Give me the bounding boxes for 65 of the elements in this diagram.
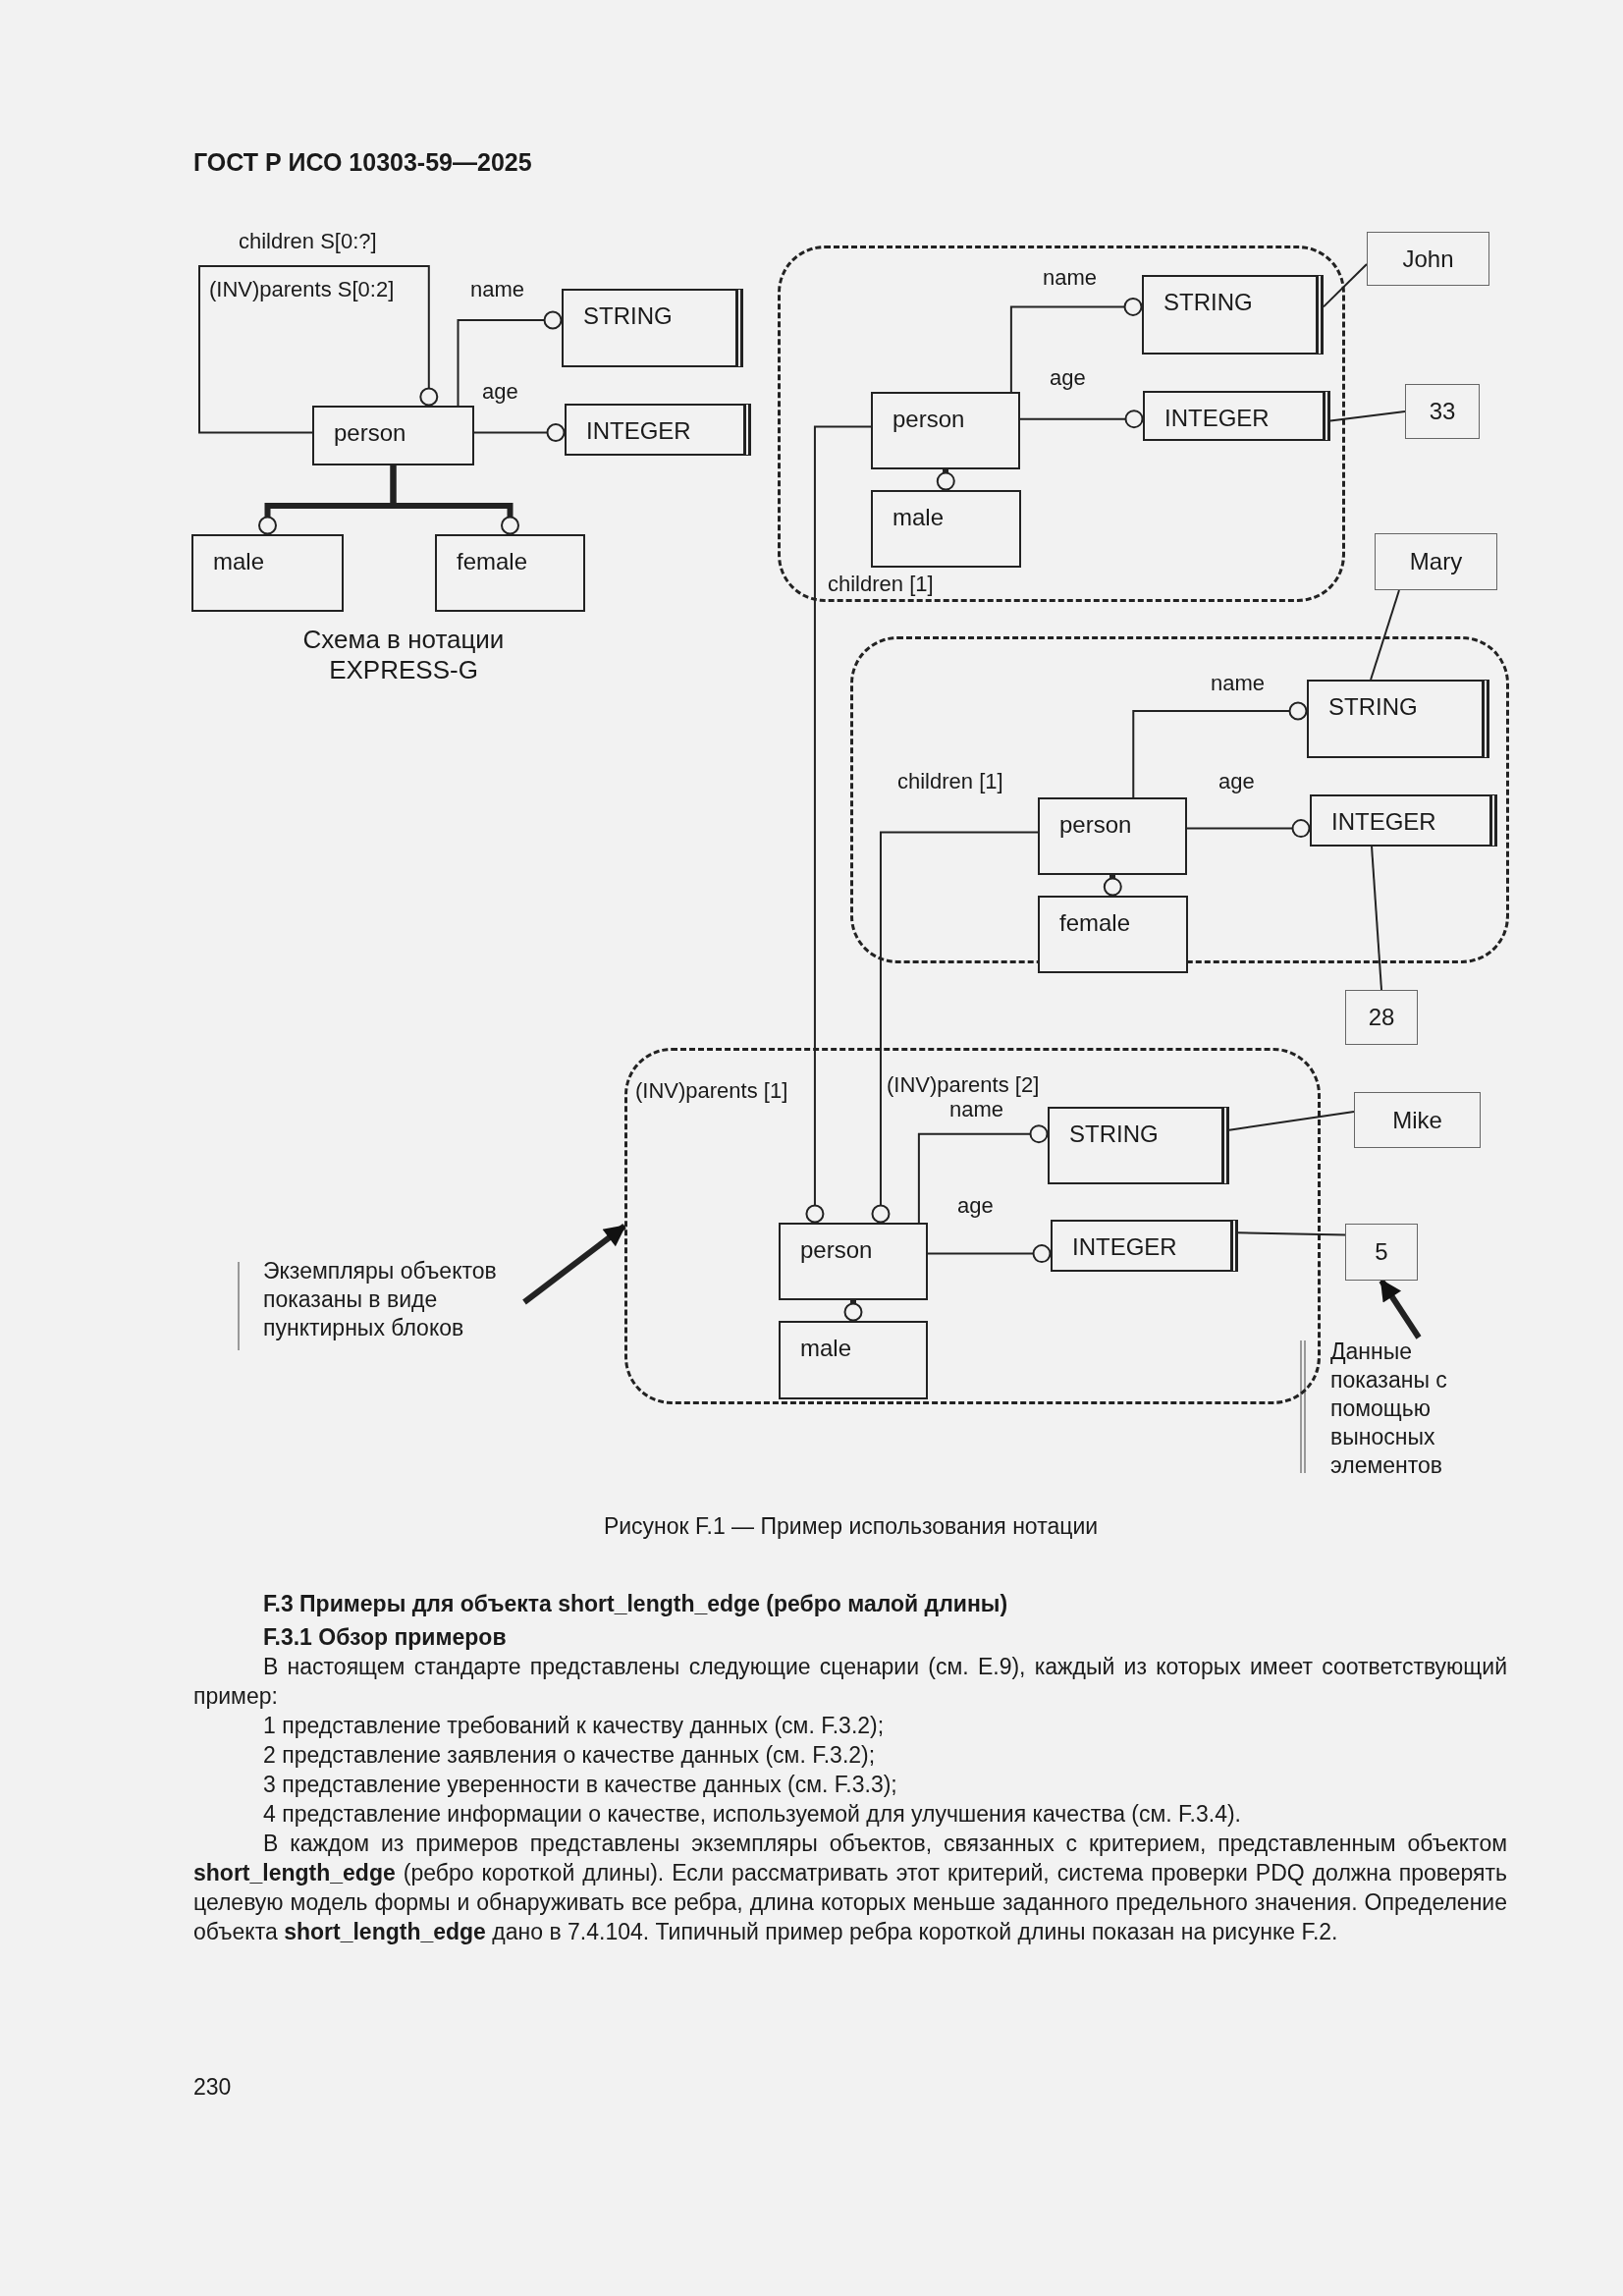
simple-type-box: INTEGER xyxy=(1051,1220,1238,1272)
list-item: 2 представление заявления о качестве данных (см. F.3.2); xyxy=(262,1741,877,1770)
simple-type-box: STRING xyxy=(1307,680,1489,758)
page-number: 230 xyxy=(193,2074,232,2100)
relationship-line xyxy=(1132,701,1308,798)
callout-box: 33 xyxy=(1405,384,1480,439)
callout-box: 5 xyxy=(1345,1224,1418,1281)
role-label: (INV)parents [2] xyxy=(887,1072,1040,1098)
entity-box: male xyxy=(871,490,1021,568)
leader-line xyxy=(1237,1231,1346,1236)
callout-box: Mike xyxy=(1354,1092,1481,1148)
annotation-text: Экземпляры объектов показаны в виде пунктирных блоков xyxy=(263,1257,524,1347)
simple-type-box: INTEGER xyxy=(1143,391,1330,441)
section-heading: F.3.1 Обзор примеров xyxy=(262,1623,508,1652)
figure-caption: Рисунок F.1 — Пример использования нотации xyxy=(602,1513,1100,1539)
instance-block xyxy=(778,246,1345,602)
list-item: 1 представление требований к качеству данных (см. F.3.2); xyxy=(262,1712,886,1740)
role-label: (INV)parents [1] xyxy=(635,1078,788,1104)
simple-type-box: INTEGER xyxy=(565,404,751,456)
leader-line xyxy=(1371,846,1382,991)
entity-box: female xyxy=(1038,896,1188,973)
relationship-line xyxy=(871,831,1039,1224)
arrow xyxy=(522,1224,626,1305)
list-item: 4 представление информации о качестве, используемой для улучшения качества (см. F.3.4). xyxy=(262,1800,1242,1829)
relationship-line xyxy=(457,310,563,407)
callout-box: 28 xyxy=(1345,990,1418,1045)
leader-line xyxy=(1323,263,1368,308)
leader-line xyxy=(1329,410,1406,422)
simple-type-box: STRING xyxy=(562,289,743,367)
leader-line xyxy=(1228,1110,1355,1131)
section-heading: F.3 Примеры для объекта short_length_edge (ребро малой длины) xyxy=(262,1590,1009,1618)
entity-box: male xyxy=(779,1321,928,1399)
paragraph: В каждом из примеров представлены экземпляры объектов, связанных с критерием, представленным объектом short_length_edge (ребро короткой длины). Если рассматривать этот критерий, система проверки PDQ должна проверять целевую модель формы и обнаруживать все ребра, длина которых меньше заданного предельного значения. Определение объекта short_length_edge дано в 7.4.104. Типичный пример ребра короткой длины показан на рисунке F.2. xyxy=(193,1830,1507,1946)
relationship-line xyxy=(1186,819,1311,839)
relationship-line xyxy=(805,425,872,1224)
callout-box: Mary xyxy=(1375,533,1497,590)
role-label: (INV)parents S[0:2] xyxy=(209,277,395,302)
page-header: ГОСТ Р ИСО 10303-59—2025 xyxy=(193,149,532,175)
leader-line xyxy=(1370,589,1400,681)
diagram-caption: Схема в нотации EXPRESS-G xyxy=(301,625,506,685)
entity-box: person xyxy=(871,392,1020,469)
subtype-line xyxy=(390,465,519,535)
list-item: 3 представление уверенности в качестве данных (см. F.3.3); xyxy=(262,1771,898,1799)
relationship-line xyxy=(1019,410,1144,429)
relationship-line xyxy=(198,265,439,434)
paragraph: В настоящем стандарте представлены следующие сценарии (см. E.9), каждый из которых имеет соответствующий пример: xyxy=(193,1653,1507,1711)
relationship-line xyxy=(917,1124,1049,1224)
entity-box: female xyxy=(435,534,585,612)
relationship-line xyxy=(1009,297,1143,393)
entity-box: person xyxy=(312,406,474,465)
subtype-line xyxy=(1103,874,1122,897)
simple-type-box: INTEGER xyxy=(1310,794,1497,847)
relationship-line xyxy=(473,422,566,442)
simple-type-box: STRING xyxy=(1048,1107,1229,1184)
entity-box: male xyxy=(191,534,344,612)
instance-block xyxy=(624,1048,1321,1404)
entity-box: person xyxy=(1038,797,1187,875)
arrow xyxy=(1379,1279,1422,1339)
entity-box: person xyxy=(779,1223,928,1300)
simple-type-box: STRING xyxy=(1142,275,1324,355)
relationship-line xyxy=(927,1244,1052,1264)
subtype-line xyxy=(843,1300,863,1322)
subtype-line xyxy=(936,468,955,491)
callout-box: John xyxy=(1367,232,1489,286)
annotation-text: Данные показаны с помощью выносных элементов xyxy=(1330,1338,1478,1485)
